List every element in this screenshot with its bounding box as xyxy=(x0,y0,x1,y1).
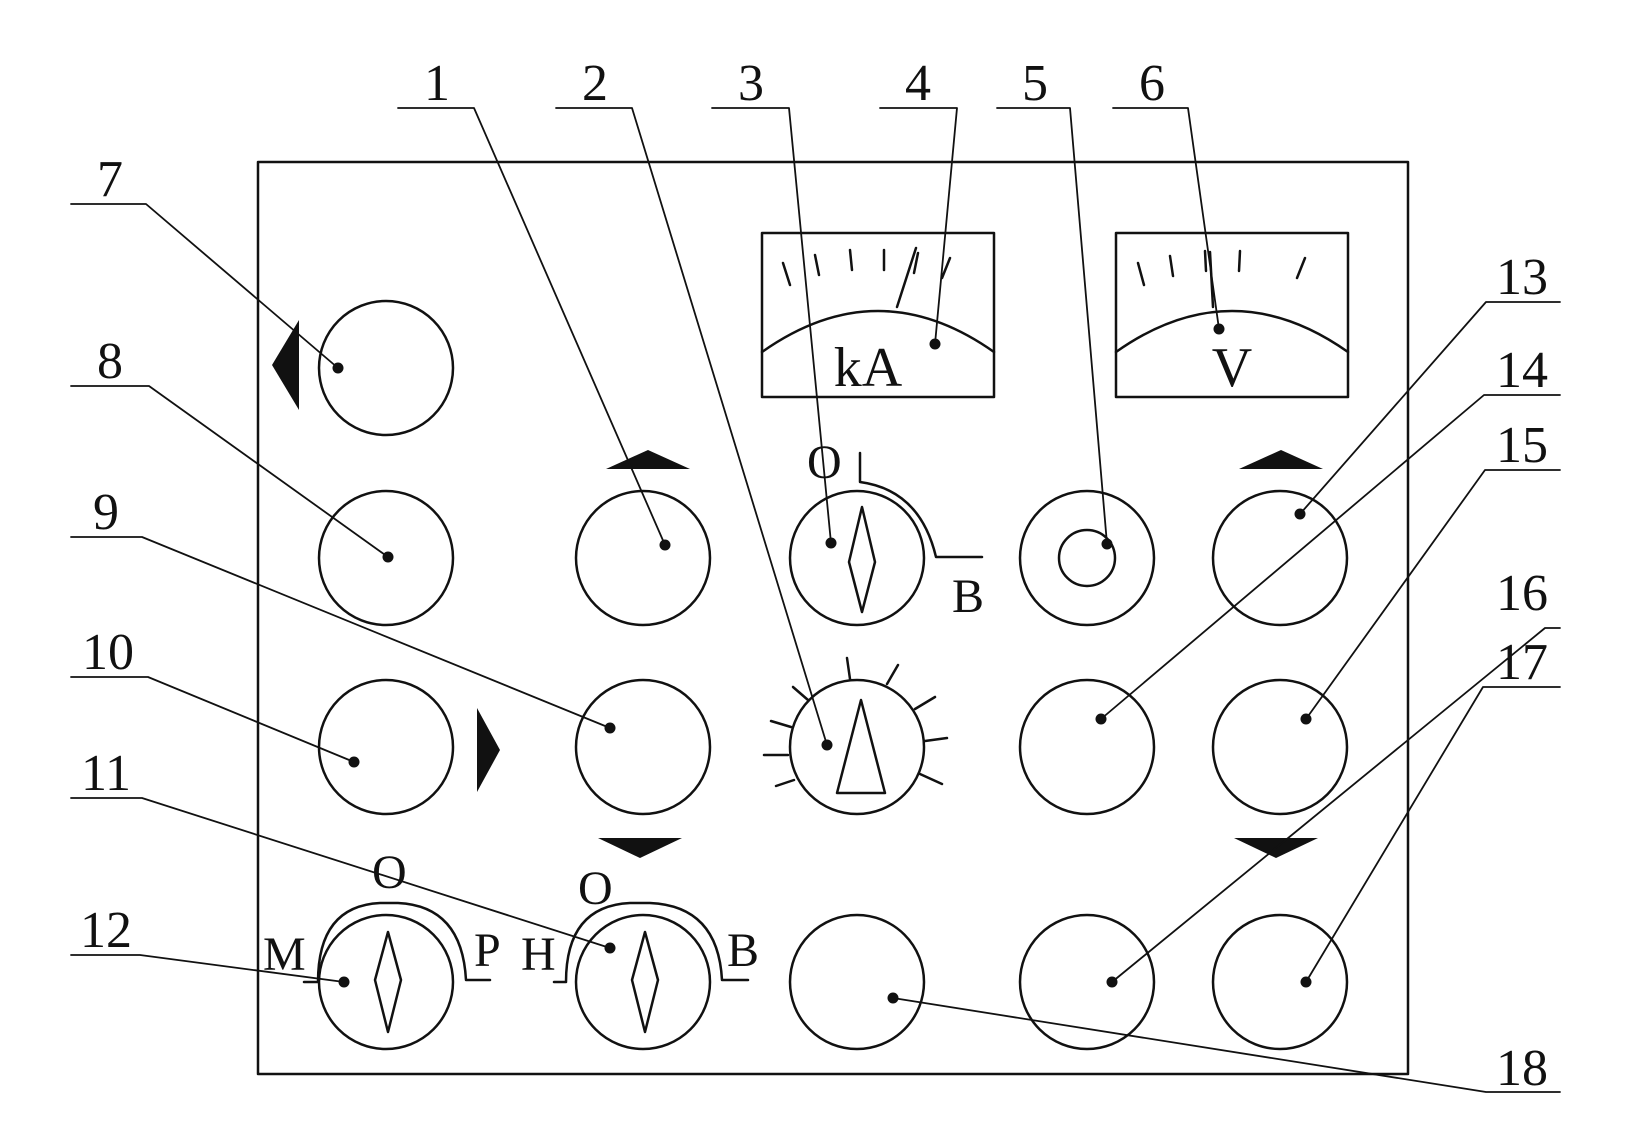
panel-frame xyxy=(256,160,1410,1076)
button-10 xyxy=(317,678,455,816)
button-13 xyxy=(1211,489,1349,627)
switch-11-b-label: B xyxy=(727,924,759,977)
callout-6: 6 xyxy=(1139,55,1165,112)
callout-7: 7 xyxy=(97,151,123,208)
callout-16: 16 xyxy=(1496,565,1548,622)
button-14 xyxy=(1018,678,1156,816)
ammeter: kA xyxy=(760,231,996,399)
callout-17: 17 xyxy=(1496,634,1548,691)
ammeter-ticks xyxy=(781,248,952,287)
switch-12-m-label: M xyxy=(263,928,306,981)
switch-11-h-label: H xyxy=(521,928,556,981)
rotary-switch-11 xyxy=(574,913,712,1051)
voltmeter: V xyxy=(1114,231,1350,399)
arrow-up-icon-right xyxy=(1239,450,1323,469)
switch-11-off-label: O xyxy=(578,862,613,915)
selector-knob-2 xyxy=(788,678,926,816)
arrow-down-icon xyxy=(598,838,682,858)
switch-3-position-guide xyxy=(858,451,984,559)
switch-12-position-guide xyxy=(302,901,492,984)
callout-5: 5 xyxy=(1022,55,1048,112)
switch-3-on-label: B xyxy=(952,570,984,623)
voltmeter-ticks xyxy=(1136,249,1307,287)
callout-11: 11 xyxy=(81,745,131,802)
callout-18: 18 xyxy=(1496,1040,1548,1097)
rotary-switch-3 xyxy=(788,489,926,627)
callout-2: 2 xyxy=(582,55,608,112)
leader-dots xyxy=(332,323,1312,1004)
switch-3-pointer xyxy=(847,505,877,614)
ammeter-unit-label: kA xyxy=(834,337,903,399)
button-8 xyxy=(317,489,455,627)
callout-9: 9 xyxy=(93,484,119,541)
ammeter-scale-arc xyxy=(760,309,996,354)
callout-12: 12 xyxy=(80,902,132,959)
ammeter-needle xyxy=(895,246,918,309)
switch-12-pointer xyxy=(373,930,403,1034)
ammeter-face xyxy=(760,231,996,399)
callout-3: 3 xyxy=(738,55,764,112)
voltmeter-face xyxy=(1114,231,1350,399)
button-7 xyxy=(317,299,455,437)
callout-4: 4 xyxy=(905,55,931,112)
button-1 xyxy=(574,489,712,627)
leader-lines xyxy=(70,107,1561,1093)
button-18 xyxy=(788,913,926,1051)
arrow-right-icon xyxy=(477,708,500,792)
indicator-lamp-5-inner xyxy=(1057,528,1117,588)
arrow-up-icon xyxy=(606,450,690,469)
indicator-lamp-5 xyxy=(1018,489,1156,627)
callout-1: 1 xyxy=(424,55,450,112)
voltmeter-unit-label: V xyxy=(1212,337,1252,399)
callout-8: 8 xyxy=(97,333,123,390)
button-15 xyxy=(1211,678,1349,816)
callout-14: 14 xyxy=(1496,342,1548,399)
button-9 xyxy=(574,678,712,816)
switch-12-off-label: O xyxy=(372,846,407,899)
switch-11-pointer xyxy=(630,930,660,1034)
switch-12-p-label: P xyxy=(474,924,501,977)
voltmeter-scale-arc xyxy=(1114,309,1350,354)
button-16 xyxy=(1018,913,1156,1051)
callout-15: 15 xyxy=(1496,417,1548,474)
switch-11-position-guide xyxy=(552,901,750,984)
selector-knob-2-pointer xyxy=(835,698,887,795)
button-17 xyxy=(1211,913,1349,1051)
callout-13: 13 xyxy=(1496,249,1548,306)
callout-10: 10 xyxy=(82,624,134,681)
selector-knob-2-ticks xyxy=(762,656,949,788)
arrow-left-icon xyxy=(272,320,299,410)
